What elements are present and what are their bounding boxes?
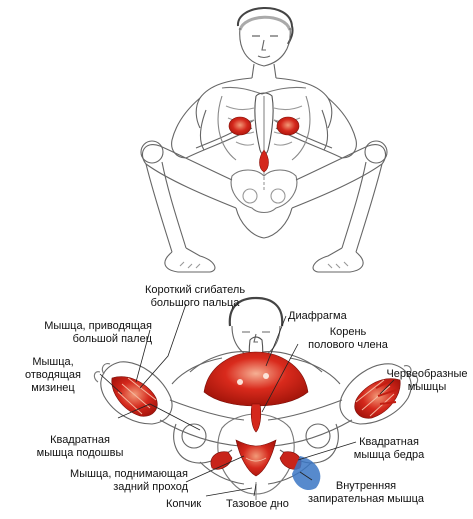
leader-lines bbox=[99, 303, 395, 497]
squat-figure bbox=[140, 7, 388, 273]
squat-figure-muscles bbox=[228, 116, 300, 173]
label-quadratus-femoris: Квадратная мышца бедра bbox=[353, 436, 425, 461]
label-quadratus-plantae: Квадратная мышца подошвы bbox=[36, 434, 124, 459]
label-abductor-digiti-minimi: Мышца, отводящая мизинец bbox=[24, 356, 81, 394]
internal-obturator-highlight bbox=[292, 456, 321, 491]
sitting-figure-muscles bbox=[111, 351, 401, 477]
label-adductor-hallucis: Мышца, приводящая большой палец bbox=[44, 320, 152, 345]
label-pelvic-floor: Тазовое дно bbox=[226, 498, 289, 510]
label-coccyx: Копчик bbox=[166, 498, 202, 510]
label-penis-root: Корень полового члена bbox=[308, 326, 388, 351]
label-diaphragm: Диафрагма bbox=[288, 310, 347, 322]
label-flexor-hallucis-brevis: Короткий сгибатель большого пальца bbox=[144, 284, 246, 309]
label-levator-ani: Мышца, поднимающая задний проход bbox=[70, 468, 188, 493]
label-lumbricals: Червеобразные мышцы bbox=[386, 368, 468, 393]
label-internal-obturator: Внутренняя запирательная мышца bbox=[308, 480, 424, 505]
